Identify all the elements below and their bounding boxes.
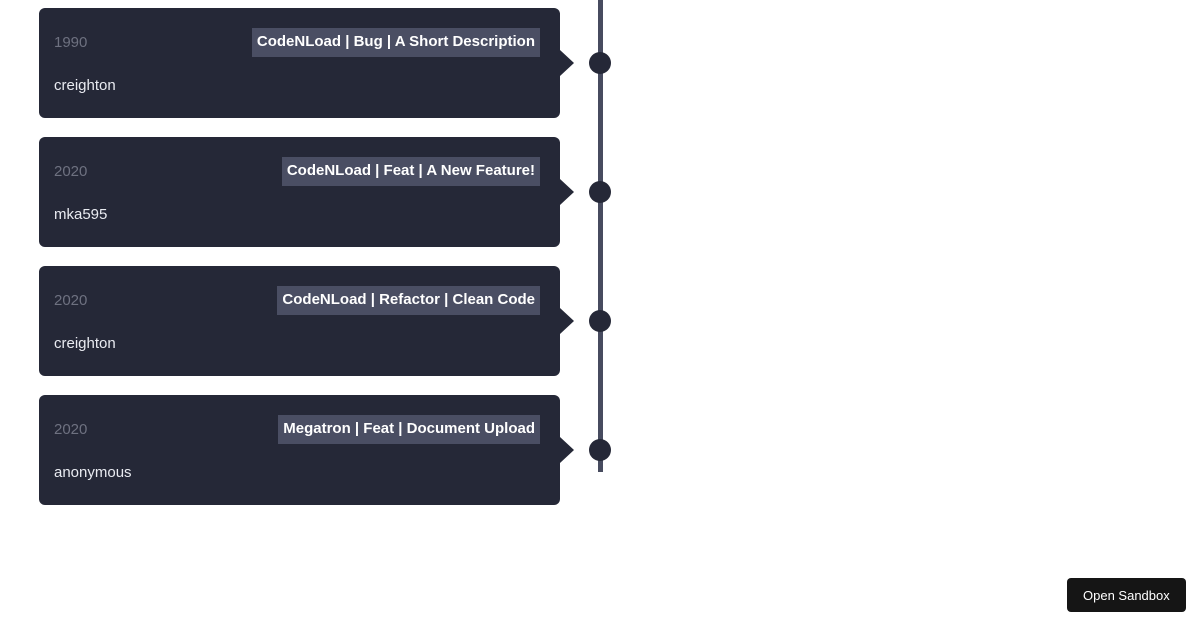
- timeline-event-card[interactable]: 2020 CodeNLoad | Feat | A New Feature! m…: [39, 137, 611, 247]
- timeline-events-list: 1990 CodeNLoad | Bug | A Short Descripti…: [39, 8, 611, 524]
- event-title: CodeNLoad | Refactor | Clean Code: [277, 286, 540, 315]
- event-year: 1990: [54, 33, 88, 51]
- timeline-event-card[interactable]: 1990 CodeNLoad | Bug | A Short Descripti…: [39, 8, 611, 118]
- event-card-header: 2020 CodeNLoad | Refactor | Clean Code: [54, 286, 540, 315]
- open-sandbox-button[interactable]: Open Sandbox: [1067, 578, 1186, 612]
- event-title: CodeNLoad | Feat | A New Feature!: [281, 157, 540, 186]
- event-pointer-arrow: [560, 50, 574, 76]
- event-pointer-arrow: [560, 179, 574, 205]
- timeline-dot: [589, 439, 611, 461]
- event-title: CodeNLoad | Bug | A Short Description: [251, 28, 540, 57]
- event-pointer-arrow: [560, 308, 574, 334]
- event-pointer-arrow: [560, 437, 574, 463]
- timeline-rail: [598, 0, 603, 472]
- timeline-dot: [589, 52, 611, 74]
- event-card-header: 2020 CodeNLoad | Feat | A New Feature!: [54, 157, 540, 186]
- event-year: 2020: [54, 162, 88, 180]
- event-year: 2020: [54, 420, 88, 438]
- timeline-event-card[interactable]: 2020 CodeNLoad | Refactor | Clean Code c…: [39, 266, 611, 376]
- event-title: Megatron | Feat | Document Upload: [278, 415, 540, 444]
- timeline-dot: [589, 310, 611, 332]
- event-year: 2020: [54, 291, 88, 309]
- event-author: creighton: [54, 335, 116, 352]
- event-author: mka595: [54, 206, 108, 223]
- timeline-event-card[interactable]: 2020 Megatron | Feat | Document Upload a…: [39, 395, 611, 505]
- event-author: creighton: [54, 77, 116, 94]
- event-card-header: 1990 CodeNLoad | Bug | A Short Descripti…: [54, 28, 540, 57]
- event-author: anonymous: [54, 464, 132, 481]
- event-card-header: 2020 Megatron | Feat | Document Upload: [54, 415, 540, 444]
- timeline-dot: [589, 181, 611, 203]
